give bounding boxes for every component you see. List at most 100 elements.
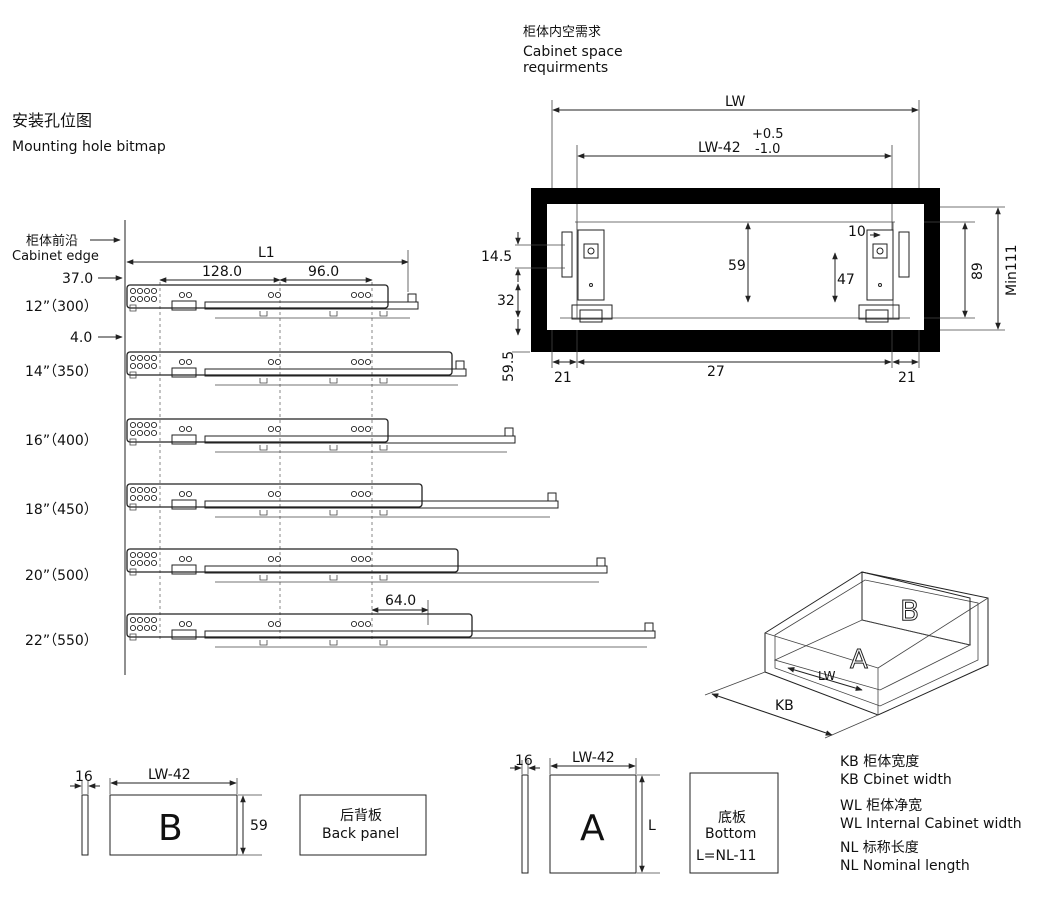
- rail-hole: [178, 620, 186, 628]
- rail-hole: [136, 616, 144, 624]
- rail-hole: [150, 559, 158, 567]
- rail-front-tab: [129, 633, 137, 641]
- cabinet-edge-en: Cabinet edge: [12, 249, 99, 264]
- rail-hole: [136, 551, 144, 559]
- rail-hole: [350, 425, 358, 433]
- rail-front-lock: [171, 434, 197, 445]
- rail-drawer-member: [204, 565, 608, 574]
- b-height-label: 59: [250, 818, 268, 834]
- isometric-drawer: B A LW KB: [704, 571, 989, 739]
- rail-hole: [136, 429, 144, 437]
- rail-drawer-member: [204, 301, 419, 310]
- rail-hole: [136, 287, 144, 295]
- panel-a-letter: A: [580, 808, 605, 849]
- dim-59-label: 59: [728, 258, 746, 274]
- dim-128-label: 128.0: [202, 264, 242, 280]
- rail-slot: [259, 445, 268, 451]
- rail-hole: [150, 287, 158, 295]
- dim-145-label: 14.5: [481, 249, 512, 265]
- iso-lw-line: [787, 667, 863, 691]
- size-14-label: 14”（350）: [25, 364, 98, 380]
- cabinet-space-en2: requirments: [523, 60, 608, 76]
- cabinet-space-en1: Cabinet space: [523, 44, 623, 60]
- bottom-panel-en: Bottom: [705, 826, 756, 842]
- panel-a-drawing: 16 LW-42 A L 底板 Bottom L=NL-11: [510, 750, 779, 874]
- iso-letter-b: B: [900, 594, 919, 627]
- mounting-title-en: Mounting hole bitmap: [12, 139, 166, 155]
- rail-hole: [136, 494, 144, 502]
- rail-slot: [379, 640, 388, 646]
- rail-hole: [364, 291, 372, 299]
- rail-rear-hook: [407, 293, 417, 302]
- size-18-label: 18”（450）: [25, 502, 98, 518]
- rail-hole: [350, 358, 358, 366]
- right-runner: [858, 304, 900, 323]
- rail-hole: [178, 425, 186, 433]
- rail-cabinet-member: [126, 483, 423, 508]
- rail-front-lock: [171, 367, 197, 378]
- panel-a-face: [549, 774, 637, 874]
- cabinet-space-heading: 柜体内空需求 Cabinet space requirments: [523, 24, 623, 76]
- right-bracket: [866, 229, 894, 301]
- rail-hole: [274, 425, 282, 433]
- rail-hole: [267, 425, 275, 433]
- b-width-label: LW-42: [148, 767, 191, 783]
- left-screw: [587, 247, 595, 255]
- rail-hole: [364, 358, 372, 366]
- rail-front-tab: [129, 371, 137, 379]
- rail-front-tab: [129, 503, 137, 511]
- rail-hole: [129, 624, 137, 632]
- rail-hole: [143, 354, 151, 362]
- size-20-label: 20”（500）: [25, 568, 98, 584]
- size-12-label: 12”（300）: [25, 299, 98, 315]
- rail-slot: [379, 575, 388, 581]
- slide-rails: [126, 284, 656, 648]
- mounting-title-cn: 安装孔位图: [12, 111, 92, 130]
- mounting-hole-diagram: 柜体前沿 Cabinet edge L1 128.0 96.0 37.0 4.0…: [12, 220, 656, 675]
- rail-hole: [274, 490, 282, 498]
- dim-10-label: 10: [848, 224, 866, 240]
- rail-hole: [129, 362, 137, 370]
- rail-hole: [364, 620, 372, 628]
- cabinet-space-cn: 柜体内空需求: [523, 24, 601, 40]
- right-side-plate: [898, 231, 910, 278]
- rail-hole: [185, 425, 193, 433]
- rail-slot: [259, 378, 268, 384]
- rail-hole: [136, 421, 144, 429]
- rail-hole: [350, 291, 358, 299]
- rail-hole: [136, 624, 144, 632]
- rail-hole: [357, 291, 365, 299]
- rail-hole: [357, 620, 365, 628]
- rail-cabinet-member: [126, 351, 453, 376]
- iso-front-edge: [764, 632, 879, 669]
- rail-hole: [129, 354, 137, 362]
- iso-kb-label: KB: [775, 698, 794, 714]
- panel-b-letter: B: [158, 808, 183, 849]
- legend-wl-cn: WL 柜体净宽: [840, 797, 922, 814]
- rail-hole: [136, 362, 144, 370]
- bottom-panel-cn: 底板: [718, 810, 746, 826]
- rail-slot: [329, 378, 338, 384]
- rail-drawer-member: [204, 435, 516, 444]
- rail-hole: [129, 551, 137, 559]
- rail-hole: [143, 551, 151, 559]
- rail-hole: [267, 291, 275, 299]
- rail-hole: [267, 358, 275, 366]
- rail-slot: [379, 378, 388, 384]
- rail-slot: [329, 640, 338, 646]
- rail-front-tab: [129, 304, 137, 312]
- bottom-panel-box: [689, 772, 779, 874]
- rail-hole: [178, 555, 186, 563]
- rail-hole: [178, 291, 186, 299]
- rail-hole: [364, 490, 372, 498]
- rail-cabinet-member: [126, 418, 389, 443]
- mounting-heading: 安装孔位图 Mounting hole bitmap: [12, 111, 166, 155]
- rail-hole: [150, 551, 158, 559]
- rail-hole: [129, 287, 137, 295]
- rail-rear-hook: [504, 427, 514, 436]
- rail-hole: [143, 494, 151, 502]
- dim-595-label: 59.5: [501, 351, 517, 382]
- rail-hole: [150, 421, 158, 429]
- left-side-plate: [561, 231, 573, 278]
- rail-cabinet-member: [126, 613, 473, 638]
